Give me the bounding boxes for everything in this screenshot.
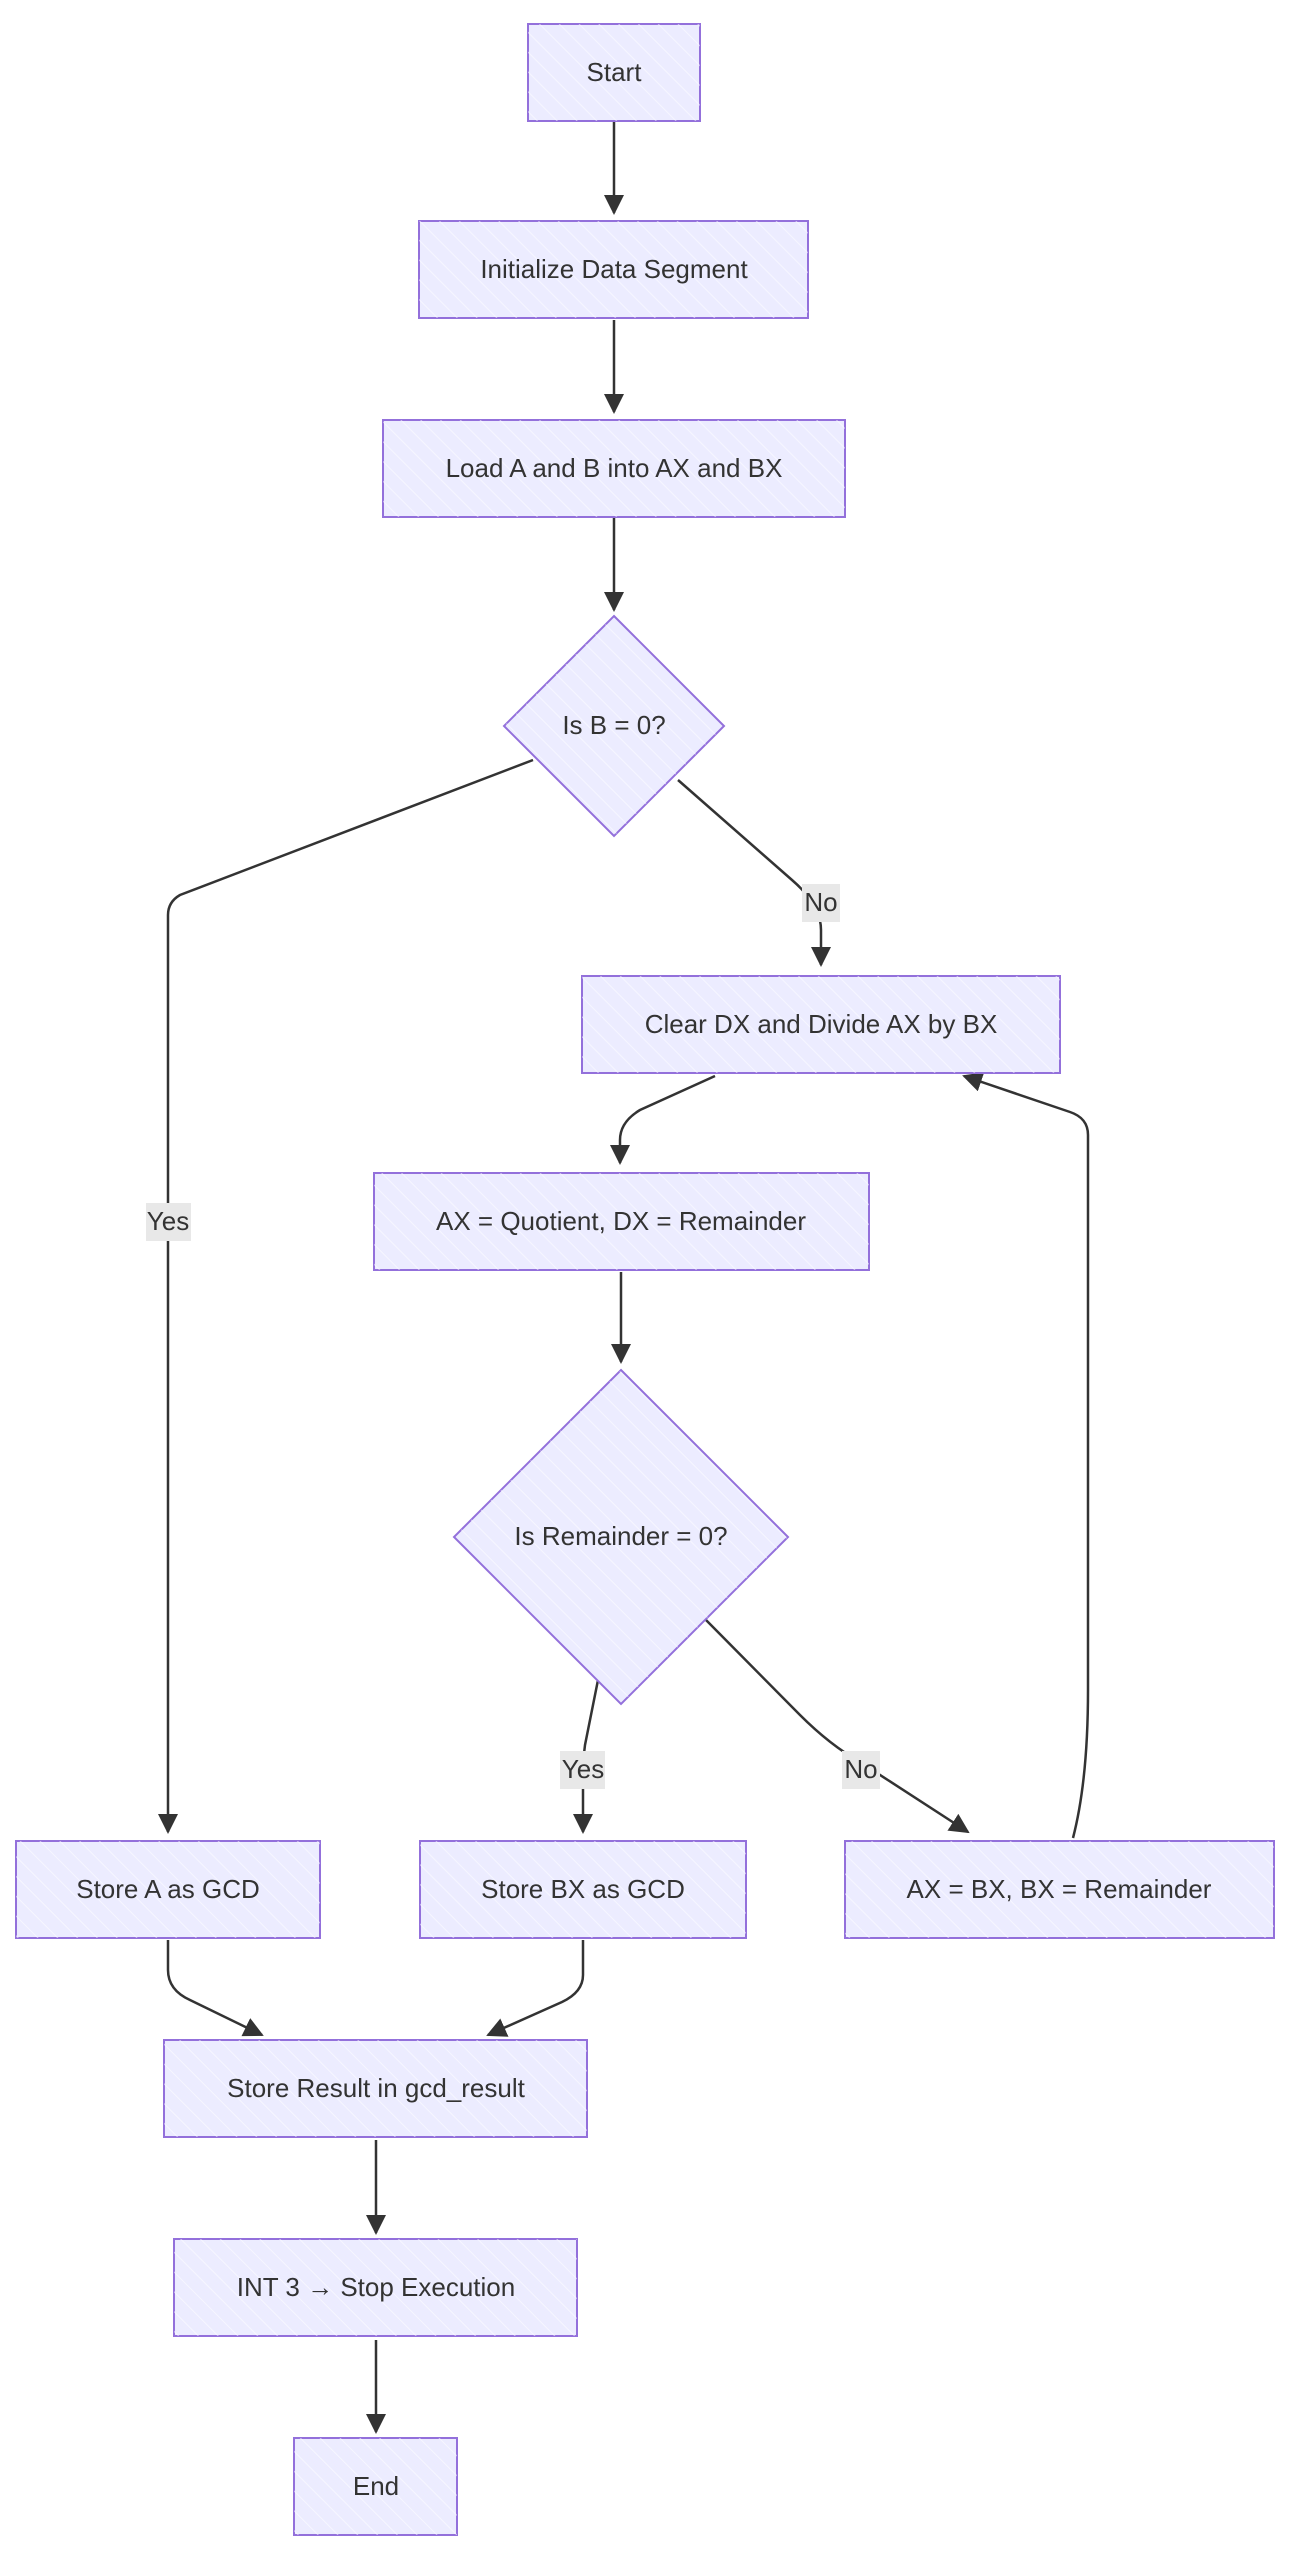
node-int3-stop-label: INT 3 → Stop Execution	[237, 2272, 515, 2302]
edge-label-b-no: No	[802, 884, 840, 922]
edge-clear-to-quotient	[610, 1074, 716, 1165]
node-decision-remainder-zero-label: Is Remainder = 0?	[514, 1521, 727, 1551]
node-store-bx-label: Store BX as GCD	[481, 1874, 685, 1904]
edge-decision-b-yes	[158, 758, 534, 1834]
node-clear-divide: Clear DX and Divide AX by BX	[581, 975, 1061, 1074]
node-decision-b-zero-label: Is B = 0?	[562, 710, 665, 740]
edge-label-b-yes: Yes	[146, 1203, 191, 1241]
edge-store-bx-to-result	[486, 1940, 585, 2037]
edge-store-a-to-result	[166, 1940, 264, 2037]
node-start-label: Start	[587, 57, 643, 87]
node-decision-remainder-zero: Is Remainder = 0?	[452, 1368, 790, 1706]
node-load-ab-label: Load A and B into AX and BX	[446, 453, 783, 483]
node-init-data-segment-label: Initialize Data Segment	[480, 254, 748, 284]
node-clear-divide-label: Clear DX and Divide AX by BX	[645, 1009, 998, 1039]
edge-label-rem-yes: Yes	[560, 1751, 605, 1789]
node-init-data-segment: Initialize Data Segment	[418, 220, 809, 319]
edge-decision-rem-no	[705, 1619, 970, 1834]
edge-swap-back-to-clear	[962, 1072, 1090, 1839]
node-store-bx: Store BX as GCD	[419, 1840, 747, 1939]
node-store-result: Store Result in gcd_result	[163, 2039, 588, 2138]
edge-label-rem-no-text: No	[844, 1754, 877, 1784]
node-ax-quotient-label: AX = Quotient, DX = Remainder	[436, 1206, 806, 1236]
node-ax-bx-swap-label: AX = BX, BX = Remainder	[907, 1874, 1212, 1904]
node-ax-quotient: AX = Quotient, DX = Remainder	[373, 1172, 870, 1271]
node-store-a-label: Store A as GCD	[76, 1874, 260, 1904]
node-store-a: Store A as GCD	[15, 1840, 321, 1939]
node-ax-bx-swap: AX = BX, BX = Remainder	[844, 1840, 1275, 1939]
node-end-label: End	[353, 2471, 399, 2501]
edge-label-b-no-text: No	[804, 887, 837, 917]
edge-label-rem-no: No	[842, 1751, 880, 1789]
node-end: End	[293, 2437, 458, 2536]
edge-label-rem-yes-text: Yes	[562, 1754, 604, 1784]
node-int3-stop: INT 3 → Stop Execution	[173, 2238, 578, 2337]
node-start: Start	[527, 23, 701, 122]
node-store-result-label: Store Result in gcd_result	[227, 2073, 525, 2103]
edge-label-b-yes-text: Yes	[147, 1206, 189, 1236]
edge-decision-b-no	[677, 779, 831, 967]
node-decision-b-zero: Is B = 0?	[502, 614, 726, 838]
node-load-ab: Load A and B into AX and BX	[382, 419, 846, 518]
